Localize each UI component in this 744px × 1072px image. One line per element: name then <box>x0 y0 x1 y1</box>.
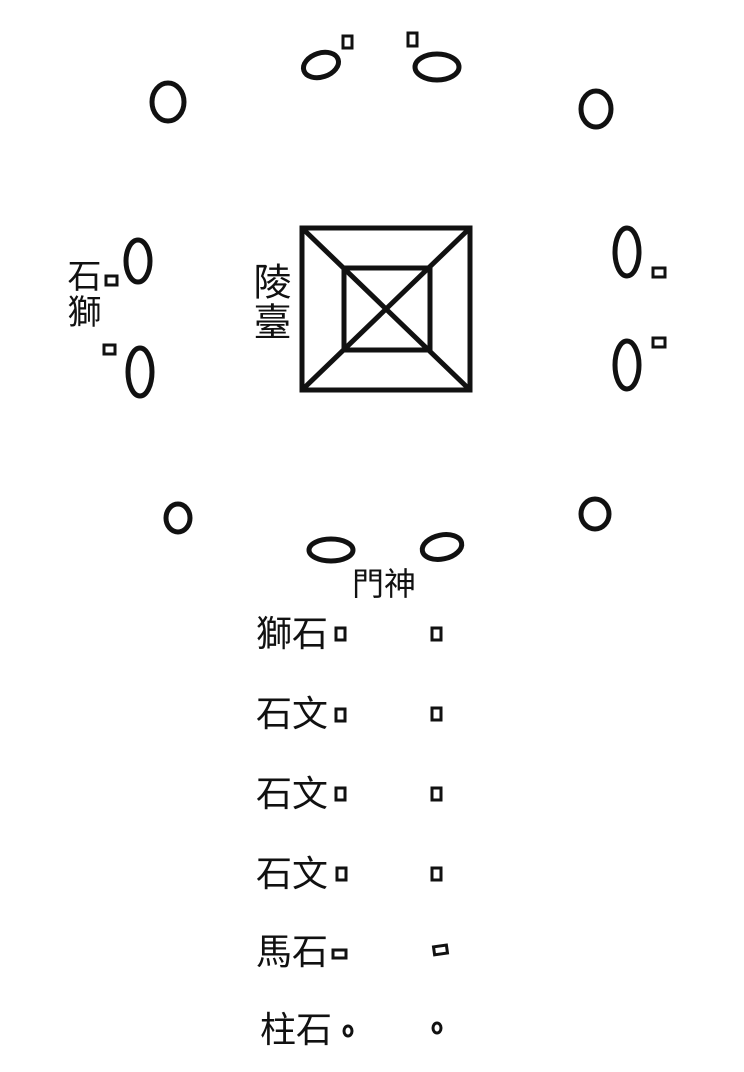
stone-top-right <box>578 88 614 130</box>
gate-guardian-left <box>306 536 356 564</box>
marker-row-civil-2-left <box>334 786 347 802</box>
tomb-outer-square <box>299 225 473 393</box>
marker-row-horse-right <box>431 943 450 957</box>
stone-top-center-right <box>412 51 462 83</box>
row-label-civil-3: 石文 <box>256 854 329 895</box>
marker-lion-right-upper <box>651 266 667 279</box>
marker-row-civil-1-right <box>430 706 443 722</box>
marker-row-lion-right <box>430 626 443 642</box>
tomb-mound <box>299 225 473 393</box>
stone-top-center-left <box>300 49 342 81</box>
stone-lion-left-upper <box>123 237 153 285</box>
marker-lion-right-lower <box>651 336 667 349</box>
marker-row-lion-left <box>334 626 347 642</box>
tomb-mound-label: 陵臺 <box>247 262 291 342</box>
marker-row-civil-2-right <box>430 786 443 802</box>
row-label-horse: 馬石 <box>256 932 329 973</box>
stone-top-left <box>149 80 187 124</box>
marker-row-civil-1-left <box>334 707 347 723</box>
row-label-civil-2: 石文 <box>256 774 329 815</box>
marker-top-center-right <box>406 31 419 48</box>
stone-bottom-right <box>578 496 612 532</box>
marker-lion-left-lower <box>102 343 117 356</box>
stone-lion-label: 石獅 <box>61 258 101 330</box>
gate-guardian-right <box>419 532 465 562</box>
marker-row-civil-3-right <box>430 866 443 882</box>
stone-lion-right-lower <box>612 338 642 392</box>
stone-lion-right-upper <box>612 225 642 279</box>
gate-guardian-label: 門神 <box>352 565 417 603</box>
marker-top-center-left <box>341 34 354 50</box>
row-label-civil-1: 石文 <box>256 694 329 735</box>
tomb-inner-square <box>341 265 433 353</box>
marker-row-pillar-right <box>431 1021 443 1035</box>
marker-lion-left-upper <box>104 274 119 287</box>
marker-row-horse-left <box>331 948 348 960</box>
row-label-lion: 獅石 <box>256 614 329 655</box>
stone-bottom-left <box>163 501 193 535</box>
stone-lion-left-lower <box>125 345 155 399</box>
marker-row-pillar-left <box>342 1024 354 1038</box>
tomb-diagonal-2 <box>300 226 472 392</box>
row-label-pillar: 柱石 <box>260 1010 333 1051</box>
marker-row-civil-3-left <box>335 866 348 882</box>
